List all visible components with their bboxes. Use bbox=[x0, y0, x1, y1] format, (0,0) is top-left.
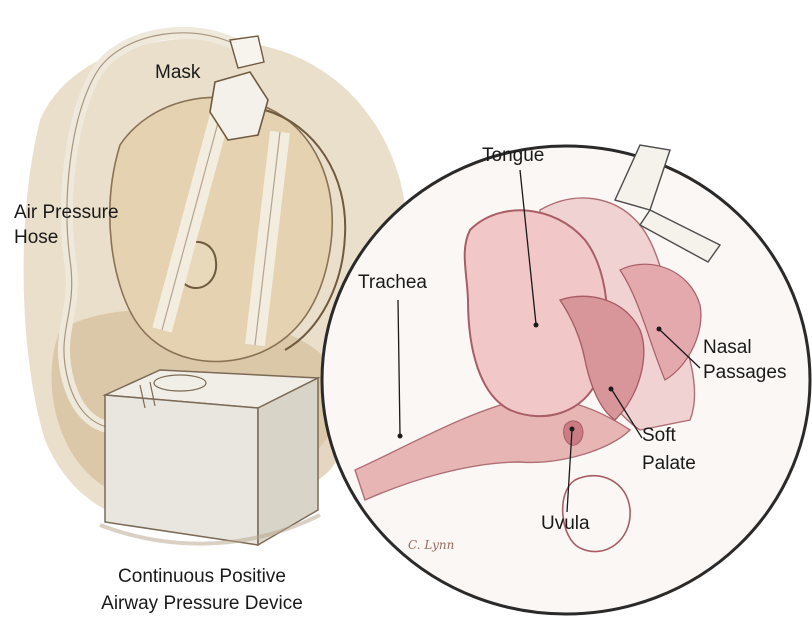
label-mask: Mask bbox=[155, 62, 200, 84]
device-front bbox=[105, 395, 258, 545]
trachea-leader-dot bbox=[398, 434, 403, 439]
label-tongue: Tongue bbox=[482, 145, 544, 167]
label-device-line1: Continuous Positive bbox=[82, 566, 322, 588]
label-hose-line1: Air Pressure bbox=[14, 202, 119, 224]
label-uvula: Uvula bbox=[541, 513, 590, 535]
label-soft-line1: Soft bbox=[642, 425, 676, 447]
tongue-leader-dot bbox=[534, 323, 539, 328]
uvula-shape bbox=[564, 421, 583, 445]
label-soft-line2: Palate bbox=[642, 453, 696, 475]
label-trachea: Trachea bbox=[358, 272, 427, 294]
artist-signature: C. Lynn bbox=[408, 538, 454, 552]
label-nasal-line2: Passages bbox=[703, 362, 786, 384]
label-device-line2: Airway Pressure Device bbox=[82, 593, 322, 615]
uvula-leader-dot bbox=[570, 427, 575, 432]
label-hose-line2: Hose bbox=[14, 227, 58, 249]
nasal-leader-dot bbox=[657, 327, 662, 332]
label-nasal-line1: Nasal bbox=[703, 337, 752, 359]
soft-palate-leader-dot bbox=[609, 387, 614, 392]
